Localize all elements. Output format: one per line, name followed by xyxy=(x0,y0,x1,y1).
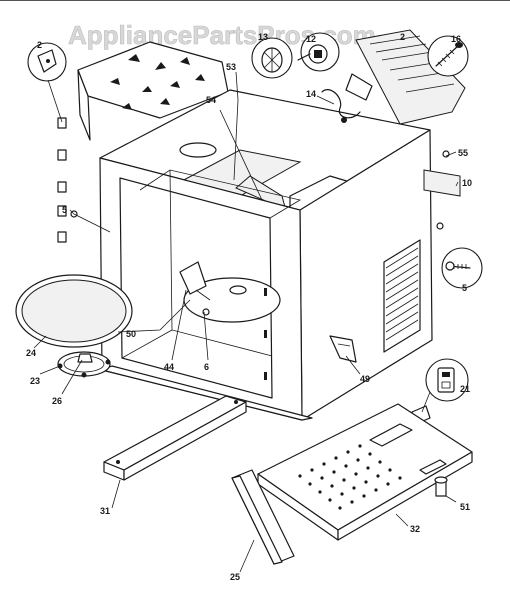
callout-55: 55 xyxy=(458,148,468,158)
callout-32: 32 xyxy=(410,524,420,534)
coupler xyxy=(77,353,93,363)
part-12-motor-detail xyxy=(297,32,340,72)
part-14-wire xyxy=(321,89,361,119)
watermark: AppliancePartsPros.com xyxy=(68,20,376,50)
callout-5-right: 5 xyxy=(462,283,467,293)
turntable-tray xyxy=(15,274,133,348)
callout-2-left: 2 xyxy=(37,40,42,50)
callout-44: 44 xyxy=(164,362,174,372)
control-bracket xyxy=(345,29,466,125)
callout-12: 12 xyxy=(306,34,316,44)
callout-24: 24 xyxy=(26,348,36,358)
oven-chassis xyxy=(99,89,433,421)
part-21-switch-detail xyxy=(425,358,469,402)
callout-16: 16 xyxy=(451,34,461,44)
callout-31: 31 xyxy=(100,506,110,516)
part-32-base-plate xyxy=(257,403,473,541)
callout-23: 23 xyxy=(30,376,40,386)
callout-50: 50 xyxy=(126,329,136,339)
screw-5-left-lead xyxy=(73,213,111,233)
callout-54: 54 xyxy=(206,95,216,105)
callout-25: 25 xyxy=(230,572,240,582)
part-51-foot xyxy=(434,476,448,497)
part-5-screw-detail xyxy=(441,247,483,289)
vent-grille xyxy=(383,239,421,353)
part-14-connector xyxy=(341,117,347,123)
callout-6: 6 xyxy=(204,362,209,372)
part-25-trim xyxy=(231,469,295,565)
callout-labels: 2 13 12 2 16 53 54 14 55 10 5 5 24 50 44… xyxy=(26,32,472,582)
part-13-bushing-detail xyxy=(251,37,293,79)
part-2-clip-detail xyxy=(27,42,67,82)
part-16-screw-detail xyxy=(427,35,469,77)
callout-2-top: 2 xyxy=(400,32,405,42)
callout-53: 53 xyxy=(226,62,236,72)
callout-21: 21 xyxy=(460,384,470,394)
callout-14: 14 xyxy=(306,89,316,99)
callout-49: 49 xyxy=(360,374,370,384)
callout-51: 51 xyxy=(460,502,470,512)
callout-5-left: 5 xyxy=(62,205,67,215)
callout-13: 13 xyxy=(258,32,268,42)
part-31-rail xyxy=(103,395,247,481)
frame-holes xyxy=(264,288,267,380)
part-49-latch xyxy=(329,335,357,363)
side-clips xyxy=(57,117,67,243)
outer-wrapper xyxy=(77,41,229,141)
callout-26: 26 xyxy=(52,396,62,406)
screw-5-right xyxy=(436,222,444,230)
callout-10: 10 xyxy=(462,178,472,188)
leader-lines xyxy=(33,71,459,573)
base-perforations xyxy=(298,444,402,510)
roller-ring xyxy=(57,351,111,378)
